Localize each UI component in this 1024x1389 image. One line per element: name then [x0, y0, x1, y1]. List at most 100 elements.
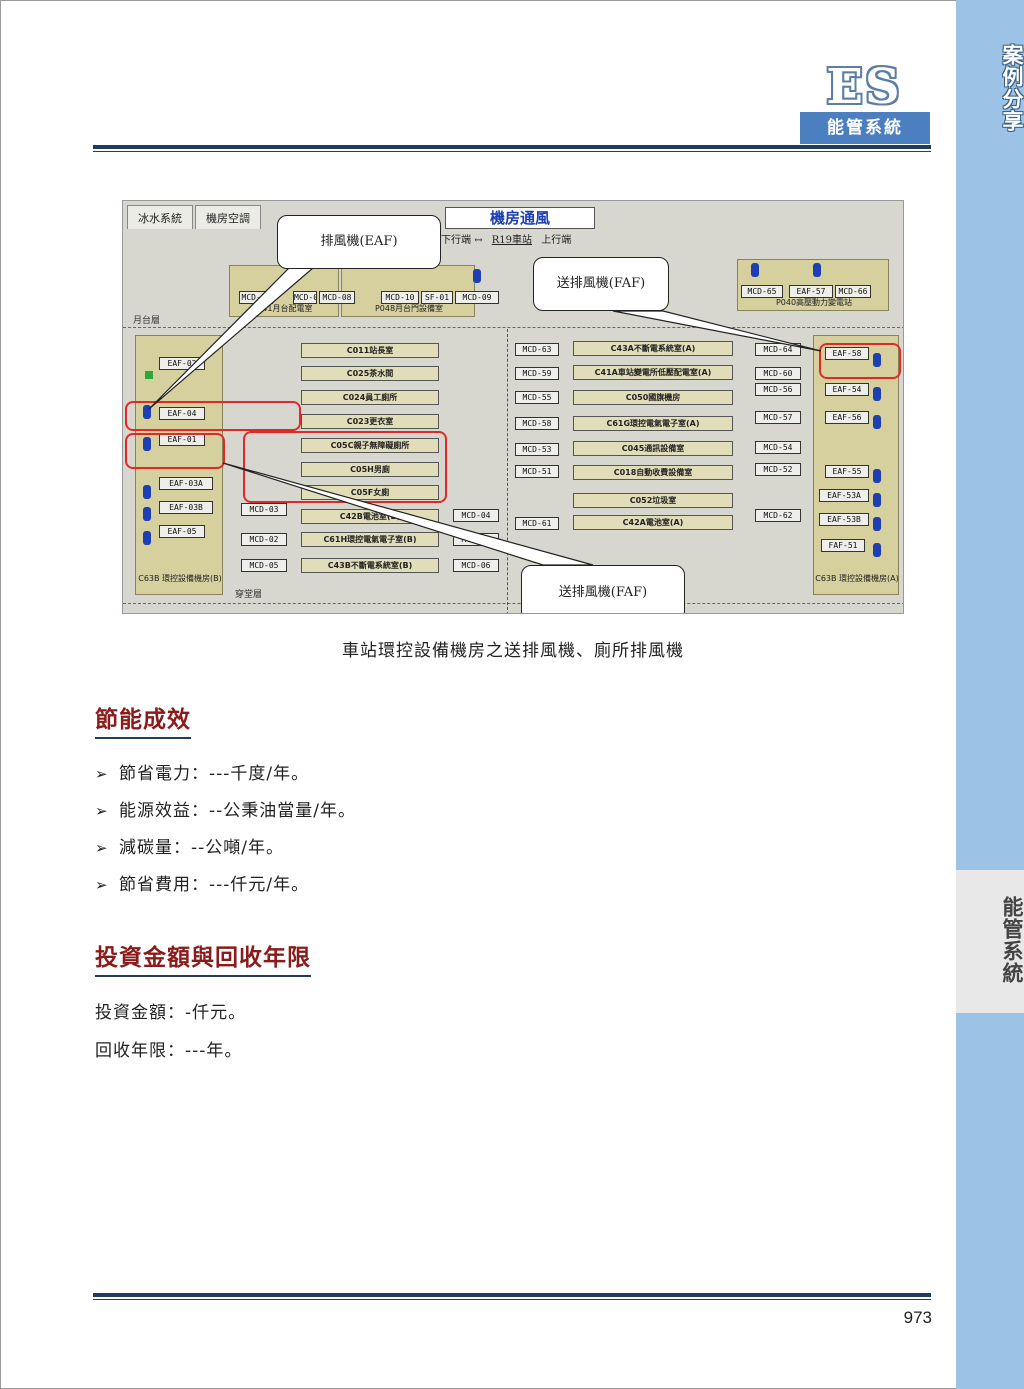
- eq-mcd-07: MCD-07: [239, 291, 273, 304]
- fan-icon: [873, 517, 881, 531]
- eq-mcd-52: MCD-52: [755, 463, 801, 476]
- savings-list: ➢節省電力：---千度/年。 ➢能源效益：--公秉油當量/年。 ➢減碳量：--公…: [95, 760, 356, 908]
- room-c05c: C05C親子無障礙廁所: [301, 438, 439, 453]
- room-c61h: C61H環控電氣電子室(B): [301, 532, 439, 547]
- fan-icon: [143, 507, 151, 521]
- fan-icon: [873, 353, 881, 367]
- highlight-eaf-04: [125, 401, 301, 431]
- side-block-bottom: [956, 1013, 1024, 1389]
- investment-amount: 投資金額：-仟元。: [95, 1003, 247, 1023]
- room-c61g: C61G環控電氣電子室(A): [573, 416, 733, 431]
- list-item: ➢能源效益：--公秉油當量/年。: [95, 797, 356, 834]
- highlight-eaf-01: [125, 433, 225, 469]
- eq-eaf-02: EAF-02: [159, 357, 205, 370]
- room-c011: C011站長室: [301, 343, 439, 358]
- eq-mcd-06-lower: MCD-06: [453, 559, 499, 572]
- arrow-bullet-icon: ➢: [95, 876, 109, 894]
- room-c045: C045通訊設備室: [573, 441, 733, 456]
- eq-mcd-53: MCD-53: [515, 443, 559, 456]
- eq-mcd-10: MCD-10: [381, 291, 419, 304]
- es-logo: ES: [826, 59, 902, 115]
- eq-mcd-62: MCD-62: [755, 509, 801, 522]
- eq-mcd-66: MCD-66: [835, 285, 871, 298]
- station-name: R19車站: [491, 235, 533, 246]
- side-label-energy-system: 能管系統: [1000, 896, 1024, 984]
- eq-faf-51: FAF-51: [821, 539, 865, 552]
- floor-concourse-label: 穿堂層: [235, 590, 263, 600]
- diagram-title: 機房通風: [445, 207, 595, 229]
- eq-mcd-60: MCD-60: [755, 367, 801, 380]
- hvac-ventilation-diagram: 冰水系統 機房空調 機房通風 下行端 ↔ R19車站 上行端 月台層 穿堂層 P…: [122, 200, 904, 614]
- arrow-icon: ↔: [474, 235, 483, 246]
- tab-chilled-water: 冰水系統: [127, 205, 193, 229]
- room-c42a: C42A電池室(A): [573, 515, 733, 530]
- eq-eaf-53a: EAF-53A: [819, 489, 869, 502]
- callout-faf-bottom: 送排風機(FAF): [521, 565, 685, 613]
- fan-icon: [473, 269, 481, 283]
- side-label-case-share: 案例分享: [1000, 44, 1024, 132]
- floor-platform-label: 月台層: [133, 316, 161, 326]
- direction-row: 下行端 ↔ R19車站 上行端: [441, 231, 571, 246]
- fan-icon: [143, 437, 151, 451]
- tab-room-ac: 機房空調: [195, 205, 261, 229]
- eq-mcd-08: MCD-08: [319, 291, 355, 304]
- room-c025: C025茶水間: [301, 366, 439, 381]
- eq-mcd-05-left: MCD-05: [241, 559, 287, 572]
- header-rule: [93, 145, 931, 152]
- fan-icon: [873, 469, 881, 483]
- fan-icon: [751, 263, 759, 277]
- eq-eaf-55: EAF-55: [825, 465, 869, 478]
- eq-mcd-58: MCD-58: [515, 417, 559, 430]
- eq-mcd-56: MCD-56: [755, 383, 801, 396]
- dir-down: 下行端: [441, 235, 471, 246]
- eq-mcd-57: MCD-57: [755, 411, 801, 424]
- room-c41a: C41A車站變電所低壓配電室(A): [573, 365, 733, 380]
- eq-mcd-64: MCD-64: [755, 343, 801, 356]
- fan-icon: [143, 531, 151, 545]
- side-block-mid: [956, 870, 1024, 1013]
- room-c42b: C42B電池室(B): [301, 509, 439, 524]
- eq-mcd-59: MCD-59: [515, 367, 559, 380]
- dir-up: 上行端: [541, 235, 572, 246]
- list-item: ➢節省費用：---仟元/年。: [95, 871, 356, 908]
- eq-eaf-05: EAF-05: [159, 525, 205, 538]
- fan-icon: [873, 493, 881, 507]
- eq-eaf-56: EAF-56: [825, 411, 869, 424]
- eq-eaf-03b: EAF-03B: [159, 501, 213, 514]
- eq-eaf-54: EAF-54: [825, 383, 869, 396]
- eq-mcd-51: MCD-51: [515, 465, 559, 478]
- eq-mcd-54: MCD-54: [755, 441, 801, 454]
- diagram-tabs: 冰水系統 機房空調: [127, 205, 263, 229]
- arrow-bullet-icon: ➢: [95, 765, 109, 783]
- eq-eaf-53b: EAF-53B: [819, 513, 869, 526]
- fan-icon: [873, 387, 881, 401]
- eq-mcd-63: MCD-63: [515, 343, 559, 356]
- eq-mcd-06: MCD-06: [293, 291, 317, 304]
- highlight-eaf-58: [819, 343, 901, 379]
- center-divider: [507, 329, 508, 613]
- eq-mcd-02: MCD-02: [241, 533, 287, 546]
- figure-caption: 車站環控設備機房之送排風機、廁所排風機: [342, 641, 684, 661]
- section-title-investment: 投資金額與回收年限: [95, 938, 311, 977]
- section-title-savings: 節能成效: [95, 700, 191, 739]
- room-c43b: C43B不斷電系統室(B): [301, 558, 439, 573]
- eq-eaf-58: EAF-58: [825, 347, 869, 360]
- arrow-bullet-icon: ➢: [95, 802, 109, 820]
- list-item: ➢減碳量：--公噸/年。: [95, 834, 356, 871]
- page-number: 973: [903, 1308, 932, 1327]
- floor-divider-bottom: [123, 603, 903, 604]
- room-c052: C052垃圾室: [573, 493, 733, 508]
- side-block-top: [956, 0, 1024, 870]
- room-c023: C023更衣室: [301, 414, 439, 429]
- eq-mcd-65: MCD-65: [741, 285, 783, 298]
- eq-mcd-55: MCD-55: [515, 391, 559, 404]
- callout-faf-top: 送排風機(FAF): [533, 257, 669, 311]
- eq-mcd-03: MCD-03: [241, 503, 287, 516]
- side-tab-strip: 案例分享 能管系統: [956, 0, 1024, 1389]
- eq-mcd-04: MCD-04: [453, 509, 499, 522]
- fan-motor-icon: [145, 371, 153, 379]
- list-item: ➢節省電力：---千度/年。: [95, 760, 356, 797]
- floor-divider: [123, 327, 903, 328]
- eq-sf-01: SF-01: [421, 291, 453, 304]
- fan-icon: [813, 263, 821, 277]
